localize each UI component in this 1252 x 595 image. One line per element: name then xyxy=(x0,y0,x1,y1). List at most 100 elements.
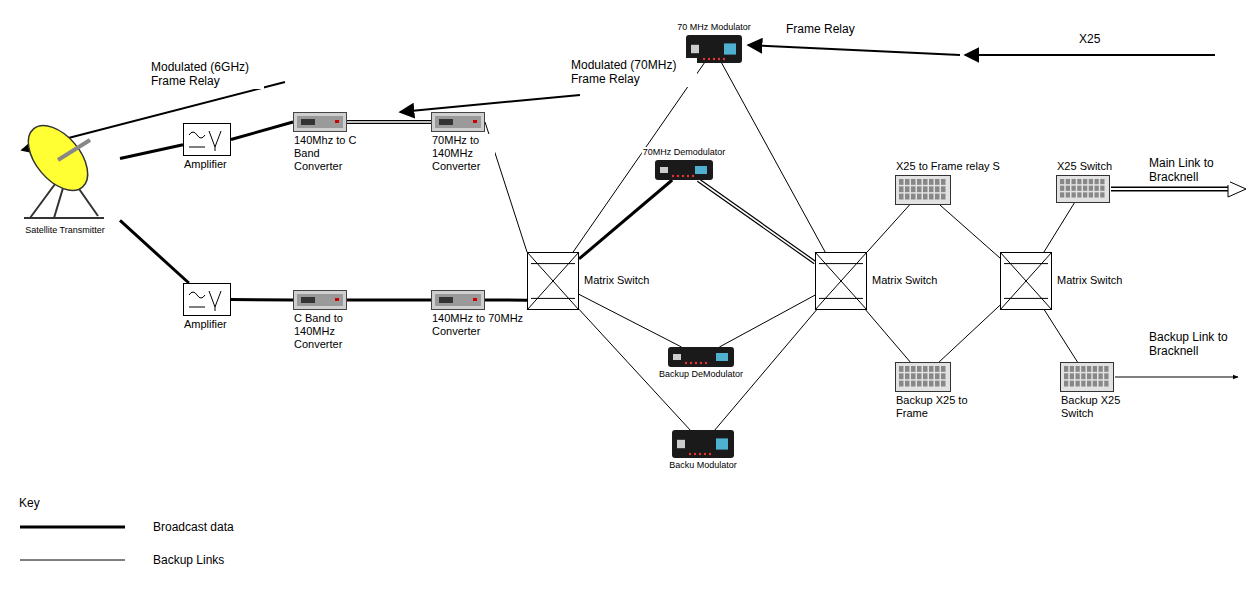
link-line xyxy=(579,180,672,259)
link-line xyxy=(866,310,910,362)
matrix-icon xyxy=(527,252,579,310)
link-line xyxy=(231,298,293,302)
conv-icon xyxy=(431,112,485,132)
amp-icon xyxy=(183,283,231,316)
annotation-label: Main Link to Bracknell xyxy=(1148,156,1230,185)
rack-device: X25 to Frame relay S xyxy=(895,175,951,205)
link-line xyxy=(939,305,1000,362)
conv-device: 140MHz to 70MHz Converter xyxy=(431,290,485,310)
link-line xyxy=(866,310,910,362)
link-line xyxy=(579,294,682,347)
rack-icon xyxy=(895,362,951,392)
dish-icon xyxy=(10,118,120,223)
link-line xyxy=(347,121,431,123)
annotation-label: Key xyxy=(18,496,41,510)
modem-device: 70MHz Demodulator xyxy=(655,160,713,180)
link-line xyxy=(939,305,1000,362)
rack-icon xyxy=(895,175,951,205)
matrix-device: Matrix Switch xyxy=(815,252,867,310)
device-label: X25 Switch xyxy=(1056,160,1113,173)
annotation-label: Frame Relay xyxy=(785,22,856,36)
link-line xyxy=(579,294,682,347)
rack-icon xyxy=(1060,362,1114,392)
link-line xyxy=(347,299,431,302)
link-line xyxy=(1044,203,1074,252)
link-line xyxy=(722,63,825,252)
legend-sample-thin xyxy=(20,560,125,561)
rack-device: Backup X25 Switch xyxy=(1060,362,1114,392)
link-line xyxy=(719,295,815,347)
matrix-icon xyxy=(815,252,867,310)
device-label: C Band to 140MHz Converter xyxy=(293,312,365,352)
link-line xyxy=(1044,203,1074,252)
device-label: 140Mhz to C Band Converter xyxy=(293,134,359,174)
modem-device: Backup DeModulator xyxy=(668,347,734,367)
device-label: Backup X25 to Frame xyxy=(895,394,977,420)
signal-arrow xyxy=(965,54,1215,56)
link-line xyxy=(698,180,815,263)
matrix-device: Matrix Switch xyxy=(527,252,579,310)
rack-device: X25 Switch xyxy=(1056,175,1110,203)
device-label: Satellite Transmitter xyxy=(9,225,121,236)
link-line xyxy=(120,220,189,283)
main-link-arrow xyxy=(1111,188,1232,190)
device-label: 70MHz to 140MHz Converter xyxy=(431,134,495,174)
rack-icon xyxy=(1056,175,1110,203)
connector-layer xyxy=(120,63,1077,430)
link-line xyxy=(347,300,431,301)
link-line xyxy=(698,180,815,263)
amp-icon xyxy=(183,123,231,156)
link-line xyxy=(347,122,431,123)
device-label: Matrix Switch xyxy=(583,274,650,287)
link-line xyxy=(722,63,825,252)
device-label: Amplifier xyxy=(183,158,228,171)
annotation-arrows xyxy=(20,45,1246,560)
link-line xyxy=(485,300,527,301)
link-line xyxy=(940,205,1000,258)
device-label: Matrix Switch xyxy=(1056,274,1123,287)
legend-sample-thick xyxy=(20,526,125,529)
device-label: Backup X25 Switch xyxy=(1060,394,1132,420)
modem-device: Backu Modulator xyxy=(672,430,734,458)
link-line xyxy=(120,145,183,159)
matrix-device: Matrix Switch xyxy=(1000,252,1052,310)
conv-device: 70MHz to 140MHz Converter xyxy=(431,112,485,132)
modem-icon xyxy=(672,430,734,458)
device-label: 70 MHz Modulator xyxy=(676,22,752,33)
device-label: Matrix Switch xyxy=(871,274,938,287)
dish-device: Satellite Transmitter xyxy=(10,118,120,223)
rack-device: Backup X25 to Frame xyxy=(895,362,951,392)
backup-link-arrow xyxy=(1115,377,1238,378)
legend-text: Backup Links xyxy=(152,553,225,567)
device-label: Backup DeModulator xyxy=(658,369,744,380)
device-label: 70MHz Demodulator xyxy=(642,147,727,158)
link-line xyxy=(347,120,431,124)
annotation-label: Modulated (70MHz) Frame Relay xyxy=(570,58,697,87)
conv-device: C Band to 140MHz Converter xyxy=(293,290,347,310)
device-label: X25 to Frame relay S xyxy=(895,160,1001,173)
link-line xyxy=(231,122,293,140)
device-label: Backu Modulator xyxy=(668,460,738,471)
legend-text: Broadcast data xyxy=(152,520,235,534)
link-line xyxy=(231,299,293,301)
modem-icon xyxy=(655,160,713,180)
amp-device: Amplifier xyxy=(183,283,231,316)
conv-icon xyxy=(431,290,485,310)
signal-arrow xyxy=(748,45,960,55)
link-line xyxy=(1044,310,1077,362)
link-line xyxy=(120,220,189,283)
link-line xyxy=(1044,310,1077,362)
link-line xyxy=(698,180,815,263)
link-line xyxy=(940,205,1000,258)
annotation-label: Modulated (6GHz) Frame Relay xyxy=(150,60,264,89)
conv-device: 140Mhz to C Band Converter xyxy=(293,112,347,132)
annotation-label: Backup Link to Bracknell xyxy=(1148,330,1250,359)
device-label: 140MHz to 70MHz Converter xyxy=(431,312,533,338)
link-line xyxy=(485,299,527,302)
link-line xyxy=(719,295,815,347)
annotation-label: X25 xyxy=(1078,32,1101,46)
conv-icon xyxy=(293,290,347,310)
main-link-arrowhead xyxy=(1228,181,1246,197)
link-line xyxy=(867,205,909,252)
amp-device: Amplifier xyxy=(183,123,231,156)
